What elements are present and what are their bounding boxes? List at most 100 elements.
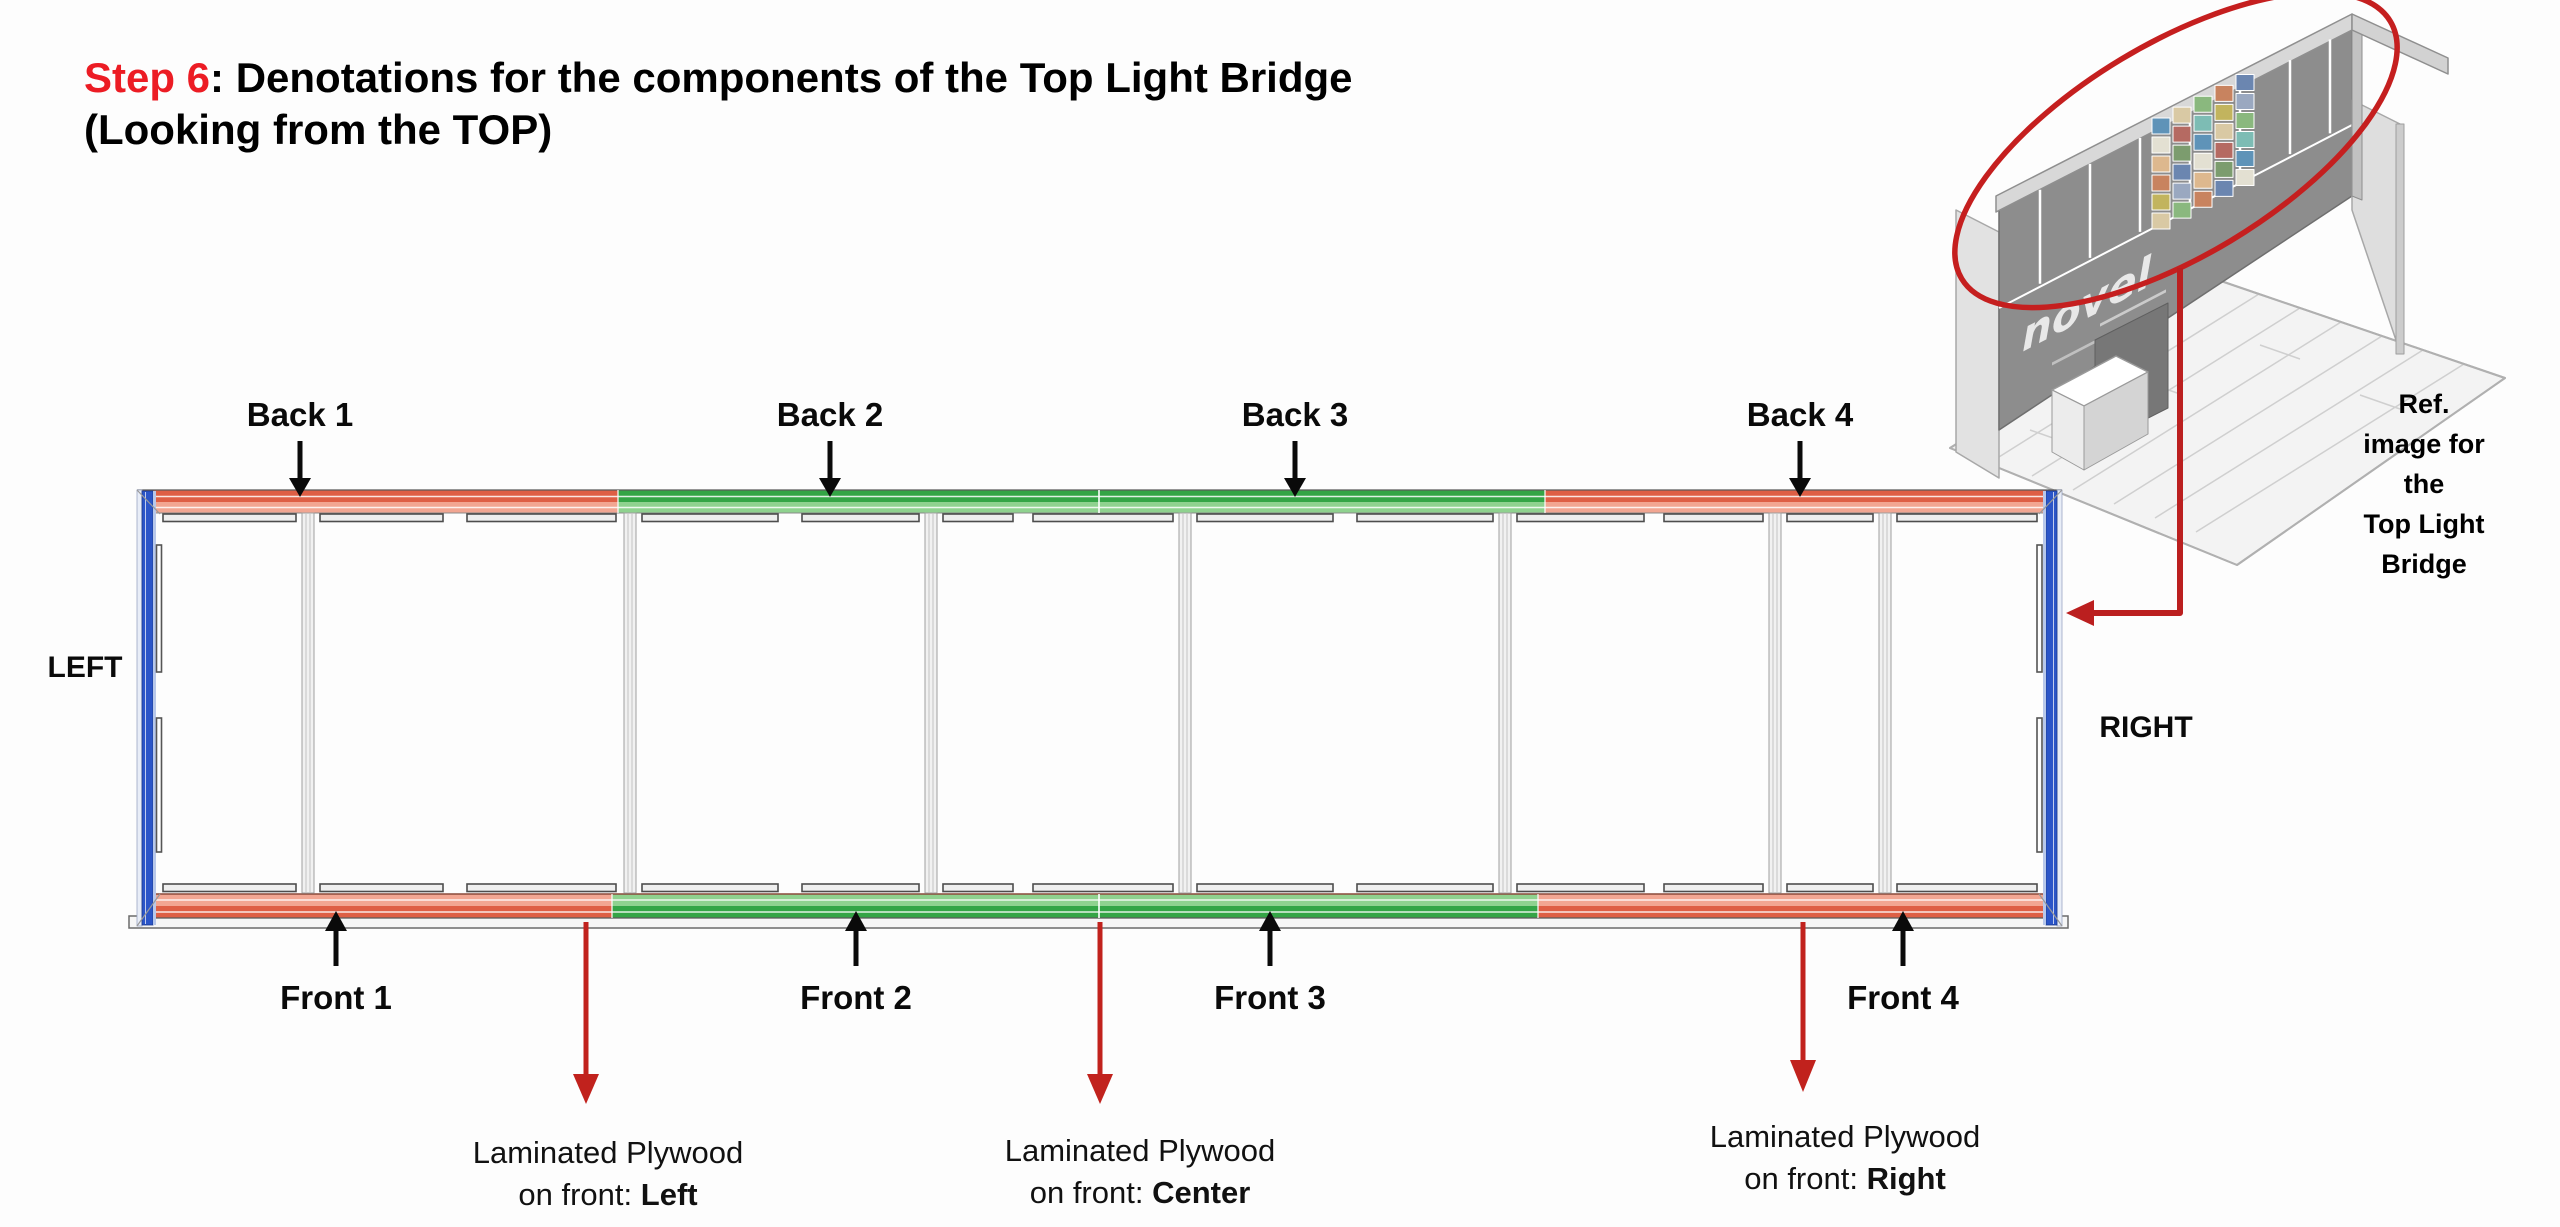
slat xyxy=(1786,513,1874,523)
ref-counter-side xyxy=(2083,371,2149,471)
ref-pointer-arrowhead xyxy=(2066,600,2094,626)
slat xyxy=(641,883,779,893)
page-title-line1: Step 6: Denotations for the components o… xyxy=(84,54,1353,101)
label-left: LEFT xyxy=(47,651,123,684)
divider-post xyxy=(1178,512,1192,894)
collage-tile xyxy=(2235,168,2255,186)
collage-tile xyxy=(2235,130,2255,148)
front-label-arrows xyxy=(325,911,1914,966)
slat xyxy=(641,513,779,523)
collage-tile xyxy=(2151,174,2171,192)
collage-tile xyxy=(2172,144,2192,162)
note-position-right: Right xyxy=(1866,1161,1946,1196)
ref-right-column xyxy=(2395,123,2405,355)
slat xyxy=(1896,883,2038,893)
collage-tile xyxy=(2193,133,2213,151)
collage-tile xyxy=(2193,190,2213,208)
ref-left-wall xyxy=(1955,209,2000,479)
divider-post xyxy=(301,512,315,894)
divider-post xyxy=(1498,512,1512,894)
back-label-arrows xyxy=(289,441,1811,497)
floor-plank-line xyxy=(2072,321,2342,491)
page-title: Step 6: Denotations for the components o… xyxy=(84,52,1353,156)
slat xyxy=(1032,513,1174,523)
collage-tile xyxy=(2151,212,2171,230)
slat xyxy=(319,883,444,893)
left-inner-bracket-1 xyxy=(155,544,163,673)
collage-tile xyxy=(2193,114,2213,132)
divider-post xyxy=(1878,512,1892,894)
collage-tile xyxy=(2193,171,2213,189)
label-back-1: Back 1 xyxy=(246,396,354,433)
collage-tile xyxy=(2151,117,2171,135)
slat xyxy=(1663,513,1764,523)
collage-tile xyxy=(2214,160,2234,178)
right-end-cap xyxy=(2036,489,2063,927)
slat xyxy=(1516,883,1645,893)
floor-plank-line xyxy=(2113,335,2383,505)
collage-tile xyxy=(2235,149,2255,167)
label-front-1: Front 1 xyxy=(280,979,392,1016)
page-title-line2: (Looking from the TOP) xyxy=(84,106,553,153)
divider-post xyxy=(1768,512,1782,894)
ref-image-3d: novel xyxy=(1949,0,2506,626)
collage-tile xyxy=(2151,136,2171,154)
ref-image-caption: Ref. image for the Top Light Bridge xyxy=(2363,389,2485,579)
note-plywood-center: Laminated Plywood on front: Center xyxy=(1004,1133,1276,1210)
back-slat-row xyxy=(162,513,2038,523)
left-inner-bracket-2 xyxy=(155,717,163,853)
collage-tile xyxy=(2172,106,2192,124)
floor-plank-line xyxy=(2195,363,2465,533)
slat xyxy=(1786,883,1874,893)
slat xyxy=(319,513,444,523)
ref-right-post xyxy=(2351,21,2363,201)
slat xyxy=(801,513,920,523)
highlight-ellipse xyxy=(1952,0,2400,311)
slat xyxy=(1516,513,1645,523)
note-plywood-right: Laminated Plywood on front: Right xyxy=(1709,1119,1981,1196)
label-right: RIGHT xyxy=(2099,711,2193,744)
collage-tile xyxy=(2214,179,2234,197)
slat xyxy=(1356,883,1494,893)
slat xyxy=(942,513,1014,523)
label-front-3: Front 3 xyxy=(1214,979,1326,1016)
collage-tile xyxy=(2193,152,2213,170)
label-back-3: Back 3 xyxy=(1241,396,1349,433)
slat xyxy=(1196,883,1334,893)
slat xyxy=(162,513,297,523)
ref-pointer-line xyxy=(2092,268,2183,616)
right-inner-bracket-1 xyxy=(2036,544,2043,673)
slat xyxy=(466,513,617,523)
divider-post xyxy=(924,512,938,894)
collage-tile xyxy=(2214,103,2234,121)
collage-tile xyxy=(2151,193,2171,211)
ref-top-beam xyxy=(2351,13,2449,75)
front-slat-row xyxy=(162,883,2038,893)
collage-tile xyxy=(2235,111,2255,129)
right-inner-bracket-2 xyxy=(2036,717,2043,853)
slat xyxy=(942,883,1014,893)
floor-plank-line xyxy=(2154,349,2424,519)
collage-tile xyxy=(2172,182,2192,200)
slat xyxy=(1032,883,1174,893)
collage-tile xyxy=(2151,155,2171,173)
collage-tile xyxy=(2214,141,2234,159)
note-position-left: Left xyxy=(640,1177,698,1212)
collage-tile xyxy=(2235,92,2255,110)
bridge-plan xyxy=(128,489,2069,929)
slat xyxy=(1663,883,1764,893)
label-front-4: Front 4 xyxy=(1847,979,1959,1016)
slat xyxy=(1356,513,1494,523)
plywood-note-arrows xyxy=(573,922,1816,1104)
collage-tile xyxy=(2214,84,2234,102)
divider-post xyxy=(623,512,637,894)
note-plywood-left: Laminated Plywood on front: Left xyxy=(472,1135,744,1212)
slat xyxy=(801,883,920,893)
collage-tile xyxy=(2193,95,2213,113)
step-number: Step 6 xyxy=(84,54,211,101)
collage-tile xyxy=(2172,125,2192,143)
collage-tile xyxy=(2172,201,2192,219)
slat xyxy=(162,883,297,893)
